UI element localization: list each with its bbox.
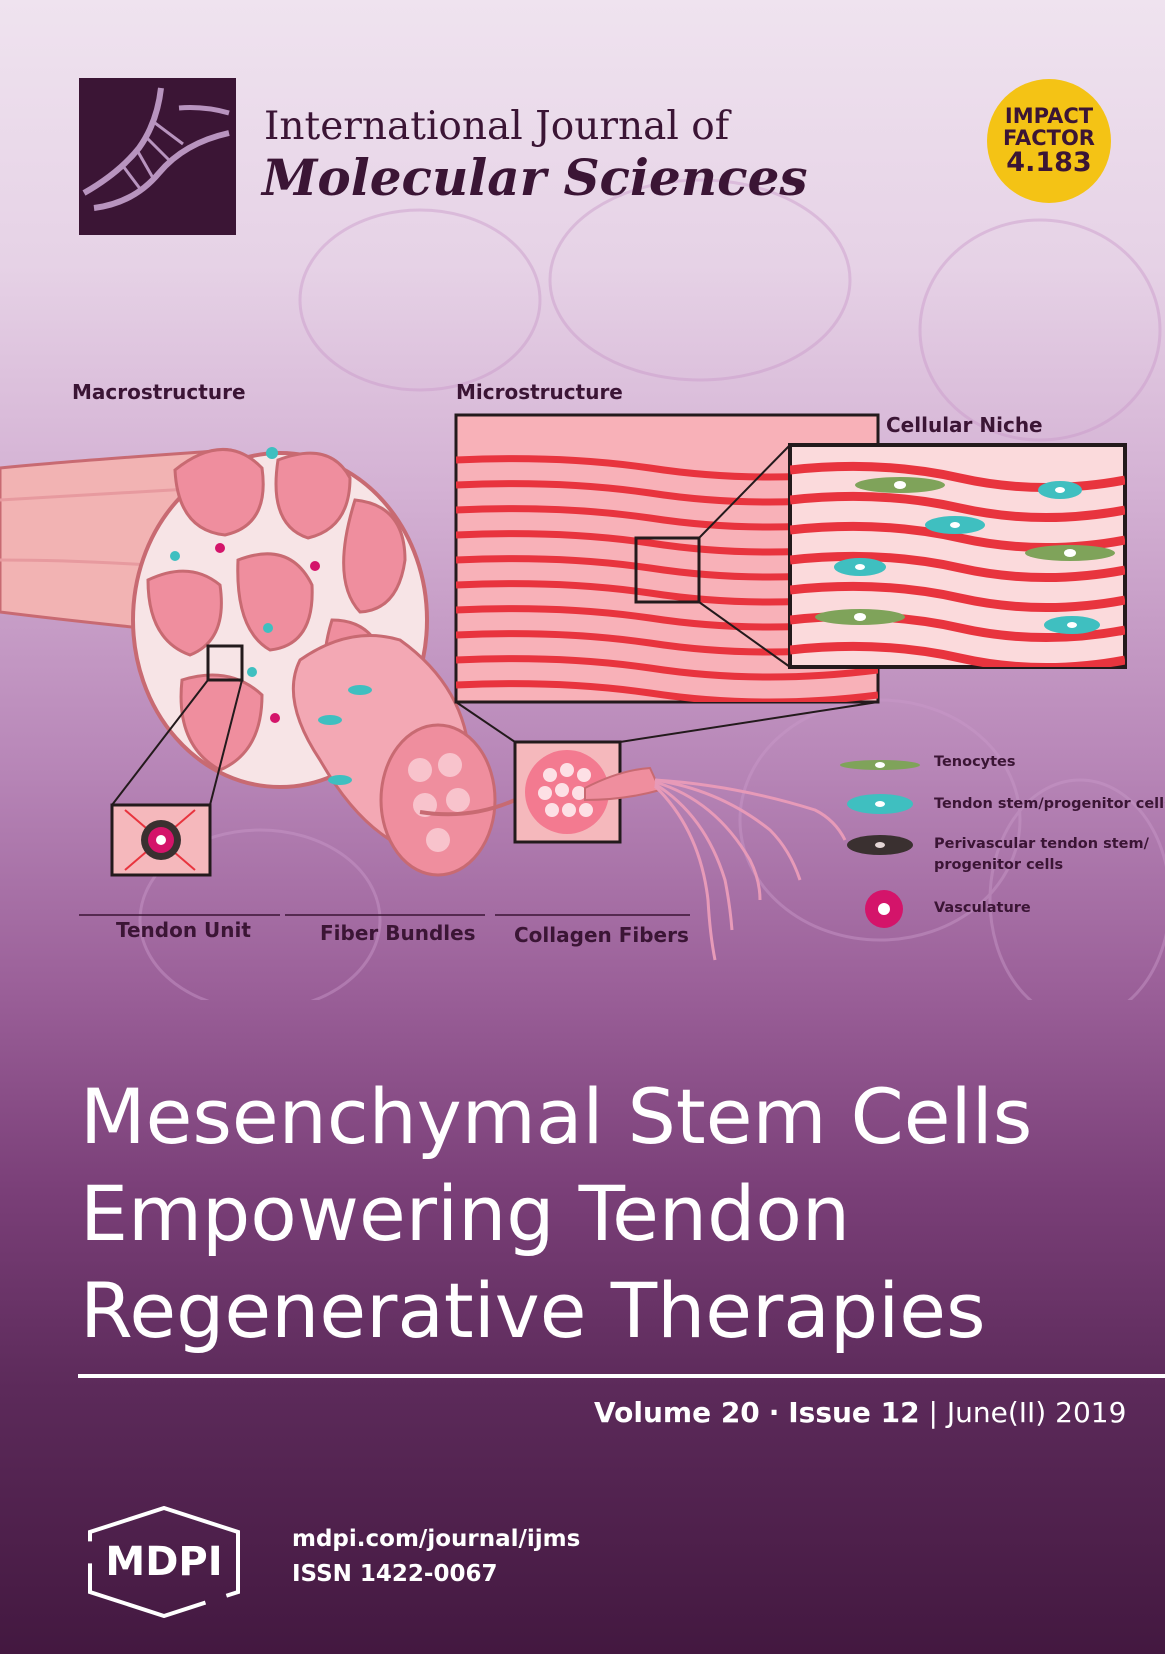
legend-perivascular-line2: progenitor cells	[934, 857, 1064, 873]
issn: ISSN 1422-0067	[292, 1561, 498, 1587]
factor-label: FACTOR	[1003, 125, 1095, 150]
impact-factor-badge: IMPACT FACTOR 4.183	[987, 79, 1111, 203]
fiber-bundles-label: Fiber Bundles	[320, 921, 476, 945]
cellular-niche-label: Cellular Niche	[886, 413, 1043, 437]
microstructure-label: Microstructure	[456, 380, 623, 404]
journal-name-line1: International Journal of	[264, 104, 730, 149]
journal-name-line2: Molecular Sciences	[262, 148, 808, 207]
background-cells	[138, 178, 1165, 1000]
legend-tenocytes: Tenocytes	[934, 754, 1016, 770]
legend-tenocyte-icon	[840, 760, 920, 770]
legend-stem-cell-icon	[847, 794, 913, 814]
journal-url[interactable]: mdpi.com/journal/ijms	[292, 1526, 581, 1552]
legend-vasculature: Vasculature	[934, 900, 1031, 916]
collagen-fibers-art	[513, 740, 847, 961]
cover-title-line3: Regenerative Therapies	[80, 1266, 986, 1355]
cover-title: Mesenchymal Stem Cells Empowering Tendon…	[80, 1068, 1140, 1359]
impact-factor-value: 4.183	[1006, 146, 1092, 178]
issue-number: Issue 12	[788, 1396, 920, 1429]
issue-date: June(II) 2019	[946, 1396, 1127, 1429]
legend-perivascular-icon	[847, 835, 913, 855]
cellular-niche-art	[788, 443, 1127, 669]
dna-helix-icon	[82, 87, 230, 211]
legend-tspc: Tendon stem/progenitor cells	[934, 796, 1165, 812]
macrostructure-label: Macrostructure	[72, 380, 246, 404]
issue-info: Volume 20 · Issue 12 | June(II) 2019	[594, 1396, 1126, 1429]
legend-perivascular-line1: Perivascular tendon stem/	[934, 836, 1149, 852]
niche-cells	[815, 477, 1115, 634]
legend-vasculature-icon	[865, 890, 903, 928]
cover-title-line2: Empowering Tendon	[80, 1169, 850, 1258]
cover-title-line1: Mesenchymal Stem Cells	[80, 1072, 1033, 1161]
title-divider	[78, 1374, 1165, 1378]
volume-separator: ·	[768, 1396, 780, 1429]
journal-logo	[79, 78, 236, 235]
volume-number: Volume 20	[594, 1396, 760, 1429]
fiber-bundle-art	[291, 634, 516, 877]
tendon-unit-label: Tendon Unit	[116, 918, 251, 942]
collagen-fibers-label: Collagen Fibers	[514, 923, 689, 947]
mdpi-logo-text: MDPI	[105, 1539, 222, 1585]
mdpi-logo: MDPI	[79, 1505, 249, 1622]
legend-swatches	[840, 760, 920, 928]
impact-label: IMPACT	[1004, 103, 1094, 128]
issue-divider: |	[928, 1396, 938, 1429]
tendon-illustration	[0, 178, 1165, 1000]
